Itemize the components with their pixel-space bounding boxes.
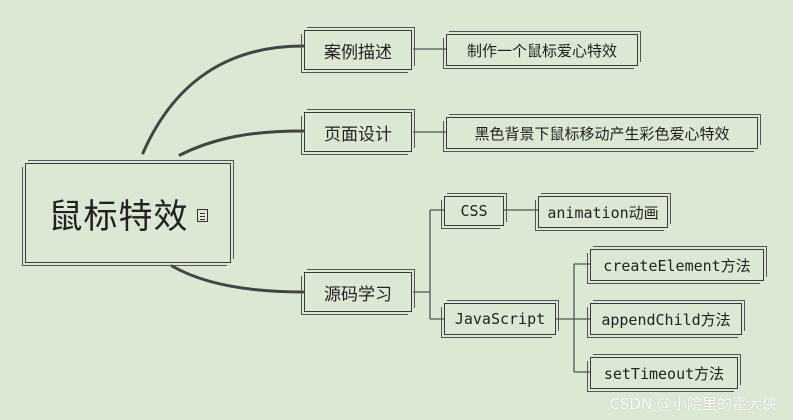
node-css-desc[interactable]: animation动画	[535, 193, 671, 231]
node-js-create[interactable]: createElement方法	[587, 246, 767, 284]
connector-root-source	[170, 264, 305, 294]
connector-root-case	[141, 44, 305, 155]
node-css-desc-label: animation动画	[547, 203, 659, 222]
node-case-desc[interactable]: 制作一个鼠标爱心特效	[443, 31, 641, 69]
node-case-desc-label: 制作一个鼠标爱心特效	[466, 41, 617, 60]
node-js-append[interactable]: appendChild方法	[587, 300, 745, 338]
node-design-desc[interactable]: 黑色背景下鼠标移动产生彩色爱心特效	[443, 114, 761, 152]
node-source-label: 源码学习	[324, 284, 392, 305]
node-case-label: 案例描述	[324, 42, 392, 63]
connector-js-split	[556, 263, 590, 373]
node-css[interactable]: CSS	[441, 193, 507, 229]
root-node[interactable]: 鼠标特效	[22, 160, 234, 266]
node-design-desc-label: 黑色背景下鼠标移动产生彩色爱心特效	[474, 124, 730, 143]
node-design[interactable]: 页面设计	[301, 109, 415, 155]
node-js[interactable]: JavaScript	[441, 300, 559, 338]
node-js-timeout[interactable]: setTimeout方法	[587, 354, 741, 392]
root-label: 鼠标特效	[48, 196, 189, 237]
note-icon[interactable]	[196, 208, 208, 222]
node-js-timeout-label: setTimeout方法	[603, 364, 725, 383]
node-css-label: CSS	[460, 202, 488, 220]
connector-source-split	[413, 209, 444, 320]
node-js-append-label: appendChild方法	[601, 310, 731, 329]
node-js-label: JavaScript	[454, 310, 546, 328]
connector-root-design	[178, 129, 305, 157]
node-js-create-label: createElement方法	[603, 256, 751, 275]
node-design-label: 页面设计	[324, 124, 392, 145]
node-source[interactable]: 源码学习	[301, 269, 415, 315]
watermark: CSDN @小院里的霍大侠	[609, 395, 777, 413]
node-case[interactable]: 案例描述	[301, 27, 415, 73]
